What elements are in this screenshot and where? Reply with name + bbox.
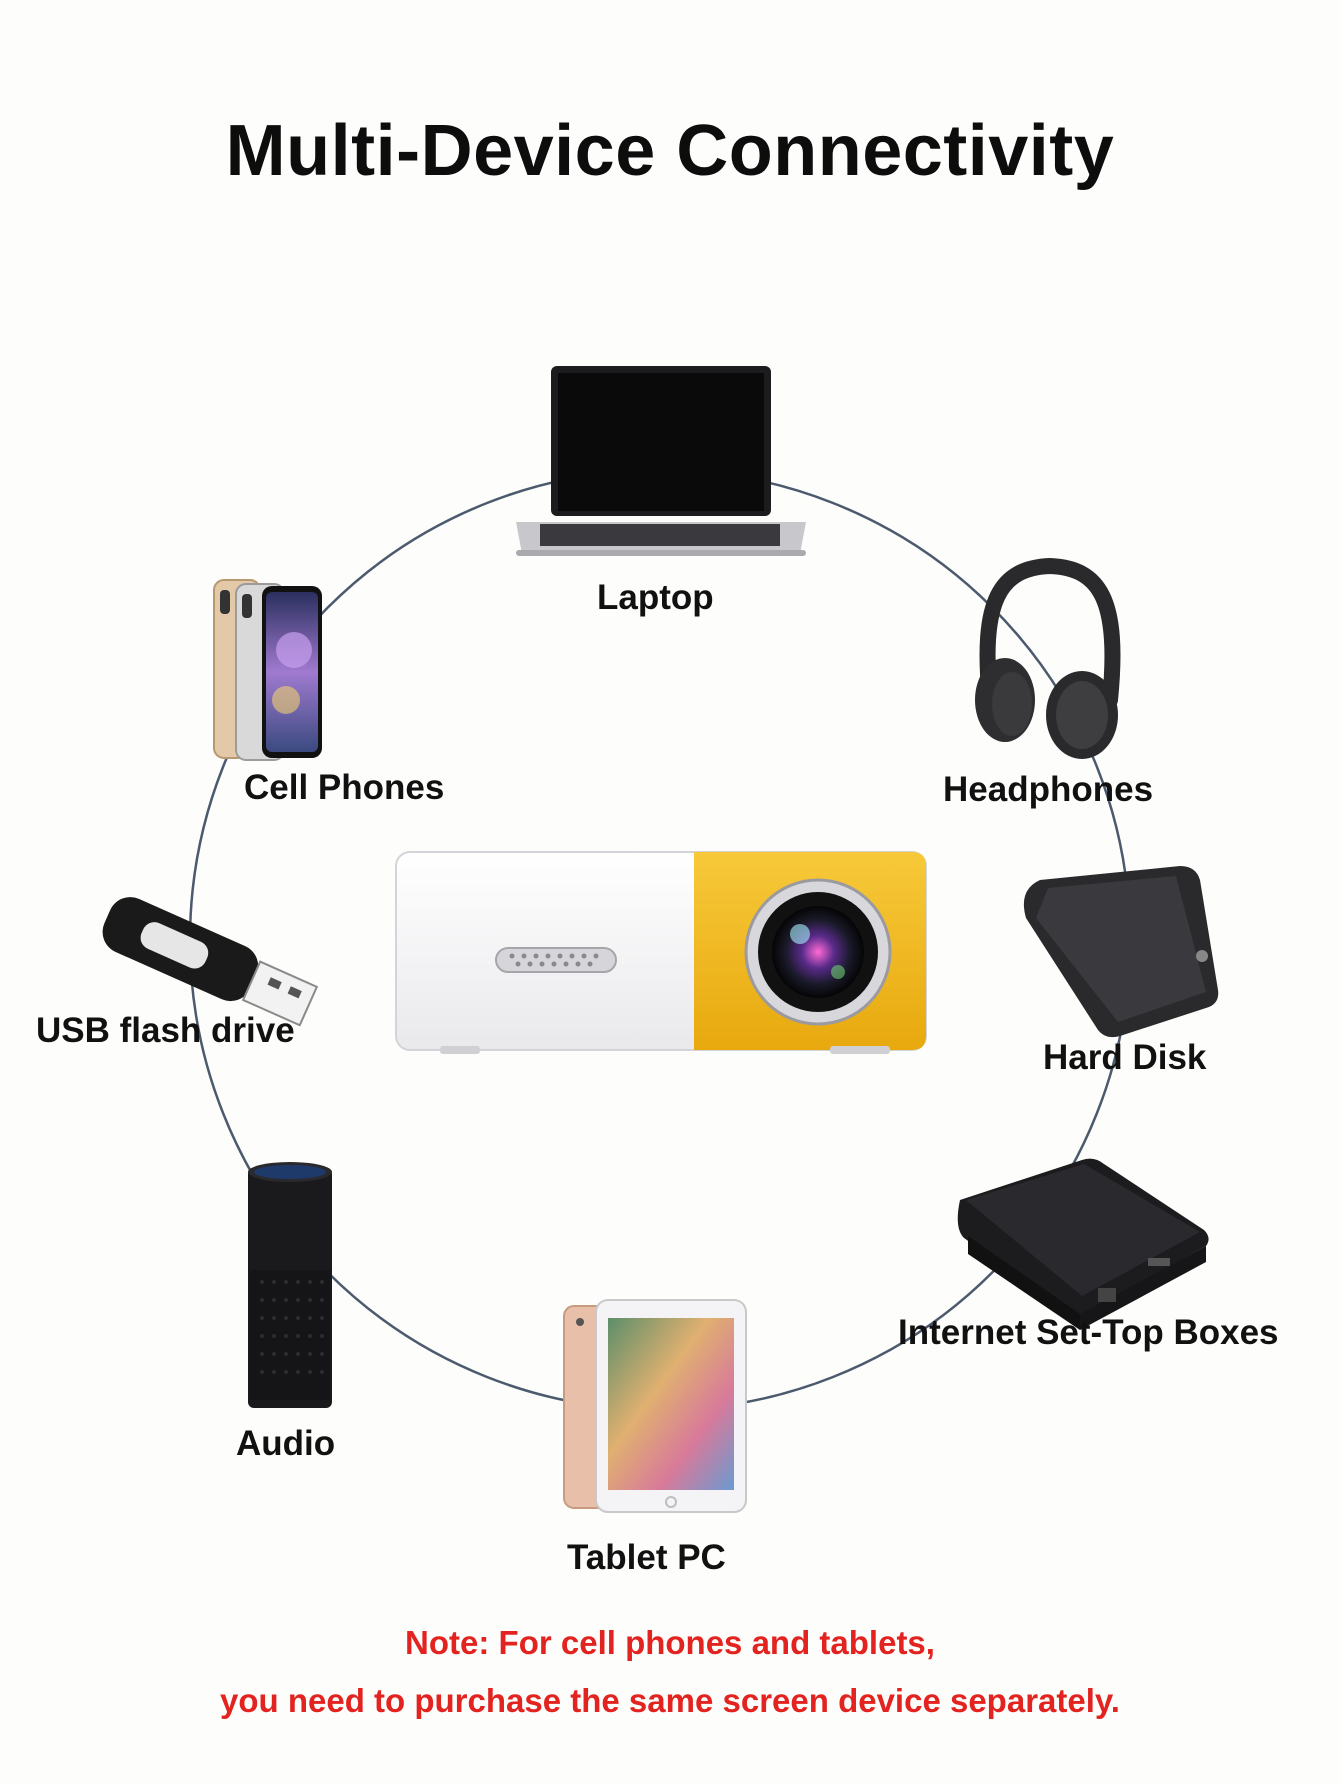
audio-label: Audio bbox=[236, 1424, 336, 1463]
tablet-pc-label: Tablet PC bbox=[567, 1538, 726, 1577]
cell-phones-icon bbox=[213, 579, 322, 761]
hard-disk-label: Hard Disk bbox=[1043, 1038, 1207, 1077]
usb-flash-drive-icon bbox=[102, 897, 319, 1027]
note-line-2: you need to purchase the same screen dev… bbox=[220, 1682, 1120, 1719]
laptop-label: Laptop bbox=[597, 578, 714, 617]
headphones-label: Headphones bbox=[943, 770, 1154, 809]
laptop-icon bbox=[516, 366, 806, 556]
cell-phones-label: Cell Phones bbox=[244, 768, 445, 807]
page-title: Multi-Device Connectivity bbox=[225, 111, 1115, 191]
projector-icon bbox=[395, 851, 927, 1054]
note-line-1: Note: For cell phones and tablets, bbox=[405, 1624, 935, 1661]
headphones-icon bbox=[975, 557, 1121, 759]
audio-speaker-icon bbox=[248, 1162, 332, 1408]
set-top-box-icon bbox=[957, 1158, 1209, 1330]
usb-flash-drive-label: USB flash drive bbox=[36, 1011, 295, 1050]
set-top-boxes-label: Internet Set-Top Boxes bbox=[898, 1313, 1279, 1352]
hard-disk-icon bbox=[1023, 866, 1219, 1038]
tablet-icon bbox=[563, 1299, 747, 1513]
